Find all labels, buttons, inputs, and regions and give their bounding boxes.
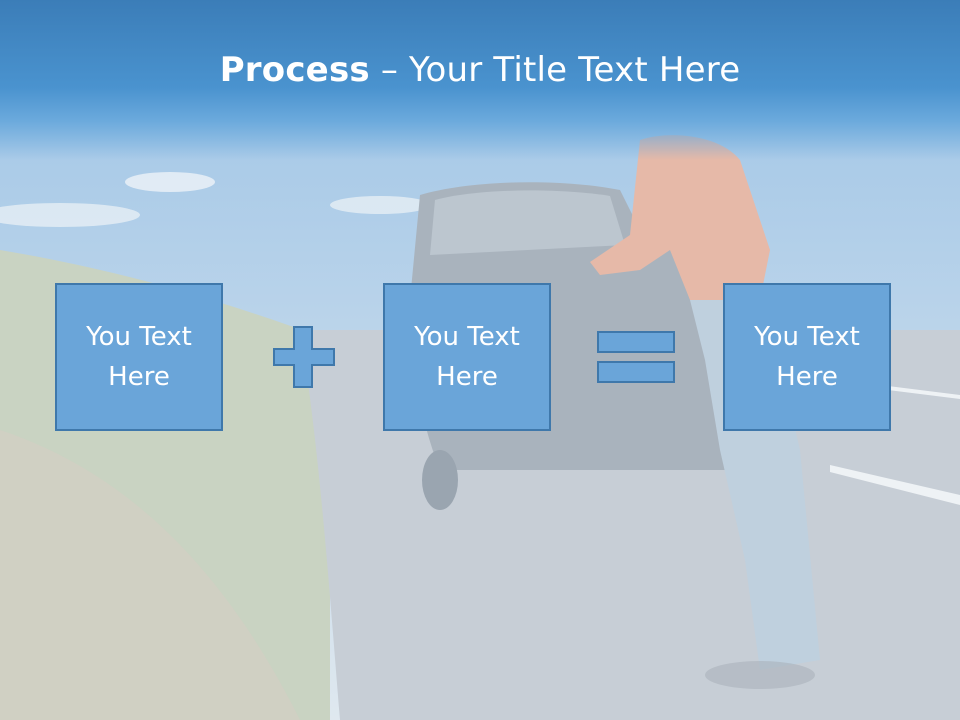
slide-title: Process – Your Title Text Here	[0, 50, 960, 90]
process-box-3-text: You Text Here	[754, 322, 860, 392]
title-rest: – Your Title Text Here	[369, 50, 741, 90]
title-bold: Process	[219, 50, 370, 90]
equals-icon	[597, 331, 675, 383]
process-box-3[interactable]: You Text Here	[723, 283, 891, 431]
process-box-1-text: You Text Here	[86, 322, 192, 392]
process-box-2[interactable]: You Text Here	[383, 283, 551, 431]
process-box-1[interactable]: You Text Here	[55, 283, 223, 431]
plus-icon	[273, 326, 335, 388]
title-bar	[0, 0, 960, 160]
process-box-2-text: You Text Here	[414, 322, 520, 392]
